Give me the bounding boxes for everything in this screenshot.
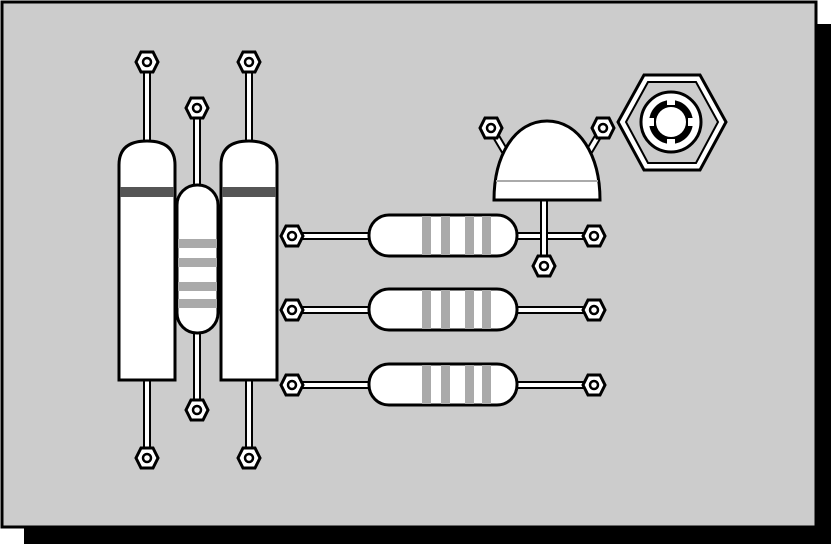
resistor-vertical-band-2 xyxy=(178,258,217,267)
resistor-vertical-band-4 xyxy=(178,299,217,308)
hex-nut-jack xyxy=(616,73,728,172)
capacitor-right-body xyxy=(219,139,279,382)
capacitor-left-band xyxy=(120,187,174,197)
jack-hole xyxy=(656,107,686,137)
resistor-vertical xyxy=(175,96,220,422)
transistor xyxy=(478,116,616,278)
capacitor-right-band xyxy=(222,187,276,197)
resistor-horizontal-2 xyxy=(279,287,607,332)
resistor-horizontal-3 xyxy=(279,362,607,407)
capacitor-left-body xyxy=(117,139,177,382)
resistor-vertical-band-1 xyxy=(178,239,217,248)
capacitor-right xyxy=(219,50,279,470)
resistor-vertical-band-3 xyxy=(178,282,217,291)
capacitor-left xyxy=(117,50,177,470)
